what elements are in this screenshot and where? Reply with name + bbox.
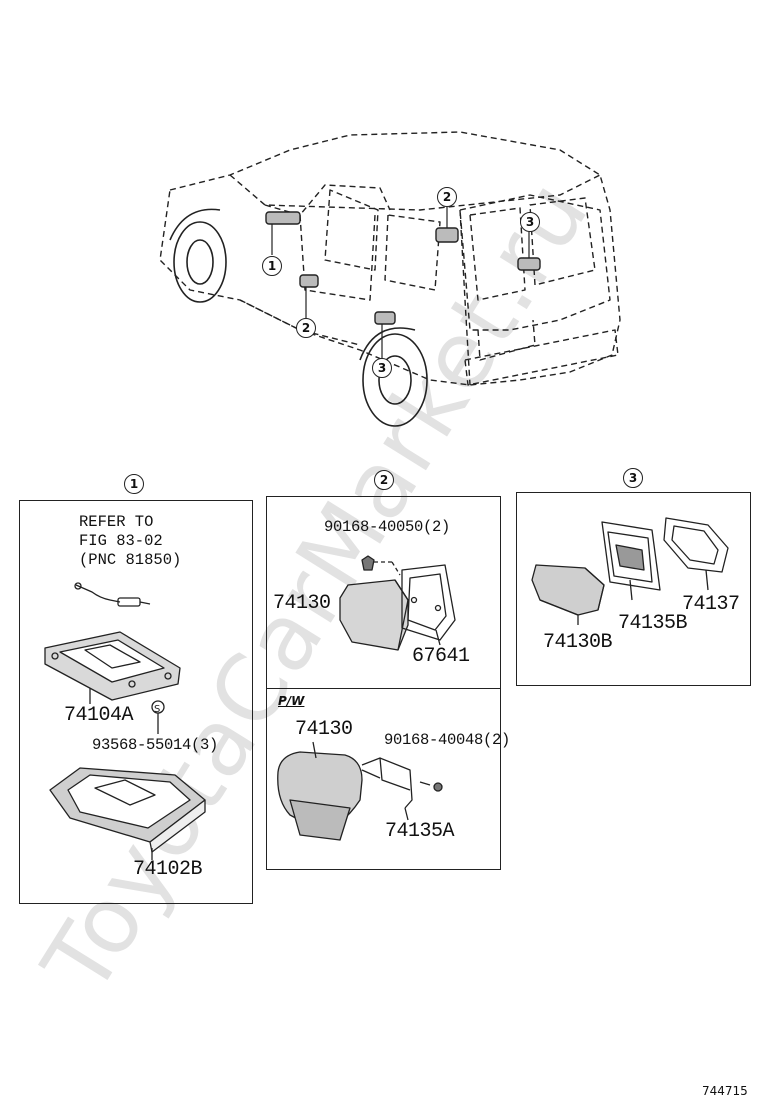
callout-2-text: 2 — [301, 321, 311, 335]
callout-1-text: 1 — [267, 259, 277, 273]
section-2-header: 2 — [374, 470, 394, 490]
section-3-number: 3 — [628, 471, 638, 485]
part-74130-pw[interactable]: 74130 — [295, 718, 353, 741]
callout-1-overview[interactable]: 1 — [262, 256, 282, 276]
pw-label: P/W — [278, 694, 305, 708]
callout-2-overview-side[interactable]: 2 — [296, 318, 316, 338]
part-74130B[interactable]: 74130B — [543, 631, 613, 654]
section-3-panel — [516, 492, 751, 686]
callout-3-text: 3 — [377, 361, 387, 375]
part-74130[interactable]: 74130 — [273, 592, 331, 615]
callout-2-overview-top[interactable]: 2 — [437, 187, 457, 207]
callout-3-overview-top[interactable]: 3 — [520, 212, 540, 232]
part-74137[interactable]: 74137 — [682, 593, 740, 616]
part-74102B[interactable]: 74102B — [133, 858, 203, 881]
figure-id: 744715 — [702, 1084, 748, 1098]
section-1-panel — [19, 500, 253, 904]
callout-3-text: 3 — [525, 215, 535, 229]
part-93568-55014[interactable]: 93568-55014(3) — [92, 736, 219, 754]
vehicle-illustration — [159, 131, 621, 427]
part-90168-40048[interactable]: 90168-40048(2) — [384, 731, 511, 749]
section-2-panel — [266, 496, 501, 870]
refer-to-line1: REFER TO — [79, 513, 154, 531]
section-3-header: 3 — [623, 468, 643, 488]
part-74135A[interactable]: 74135A — [385, 820, 455, 843]
screw-s-icon: S — [154, 704, 160, 715]
refer-to-line3: (PNC 81850) — [79, 551, 182, 569]
part-74135B[interactable]: 74135B — [618, 612, 688, 635]
part-74104A[interactable]: 74104A — [64, 704, 134, 727]
section-2-number: 2 — [379, 473, 389, 487]
callout-2-text: 2 — [442, 190, 452, 204]
section-2-divider — [266, 688, 501, 689]
part-67641[interactable]: 67641 — [412, 645, 470, 668]
section-1-header: 1 — [124, 474, 144, 494]
refer-to-line2[interactable]: FIG 83-02 — [79, 532, 163, 550]
section-1-number: 1 — [129, 477, 139, 491]
callout-3-overview-side[interactable]: 3 — [372, 358, 392, 378]
part-90168-40050[interactable]: 90168-40050(2) — [324, 518, 451, 536]
